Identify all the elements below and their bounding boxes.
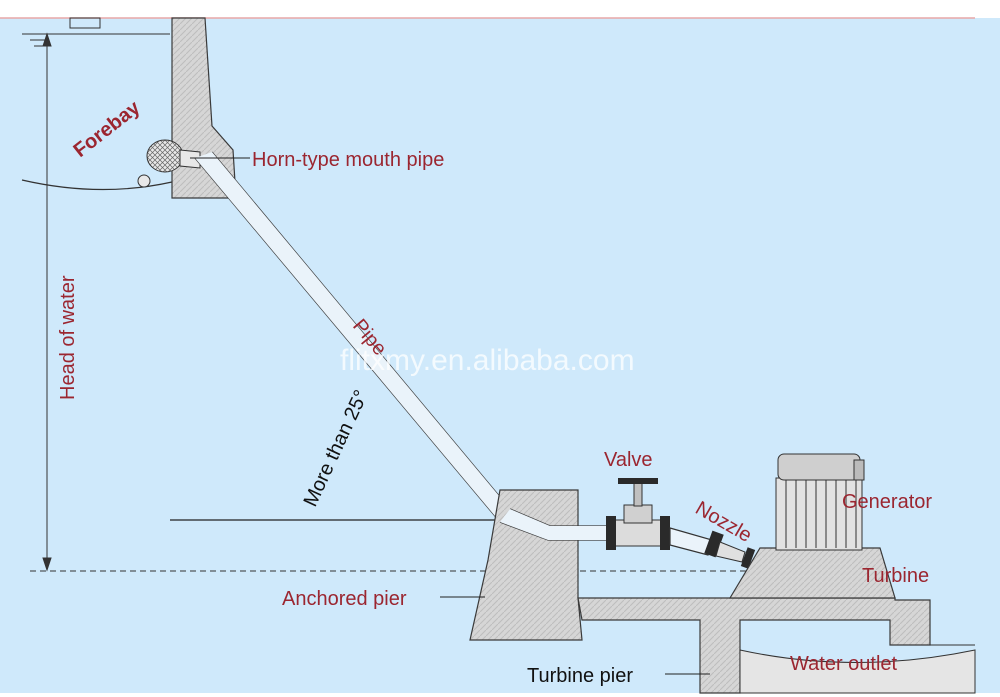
nozzle-icon <box>704 530 756 569</box>
turbine-label: Turbine <box>862 565 929 587</box>
valve-label: Valve <box>604 449 653 471</box>
horn-pipe-label: Horn-type mouth pipe <box>252 149 444 171</box>
water-outlet-label: Water outlet <box>790 653 898 675</box>
generator-icon <box>775 453 865 551</box>
forebay-stone <box>137 174 151 188</box>
head-of-water-dimension <box>42 32 52 572</box>
horn-mouth-pipe-icon <box>179 149 201 169</box>
anchored-pier-label: Anchored pier <box>282 588 407 610</box>
turbine-pier-label: Turbine pier <box>527 665 633 687</box>
turbine-pier <box>577 597 931 694</box>
penstock-fill <box>195 152 510 522</box>
forebay-marker <box>69 17 101 29</box>
water-outlet-channel <box>739 649 976 694</box>
leader-lines <box>190 157 710 675</box>
forebay-bed <box>21 179 173 191</box>
valve-icon <box>606 478 670 550</box>
watermark-text: flitxmy.en.alibaba.com <box>340 344 635 377</box>
generator-label: Generator <box>842 491 932 513</box>
nozzle-pipe <box>669 527 713 556</box>
head-of-water-label: Head of water <box>57 275 79 400</box>
trash-rack-icon <box>146 139 184 173</box>
